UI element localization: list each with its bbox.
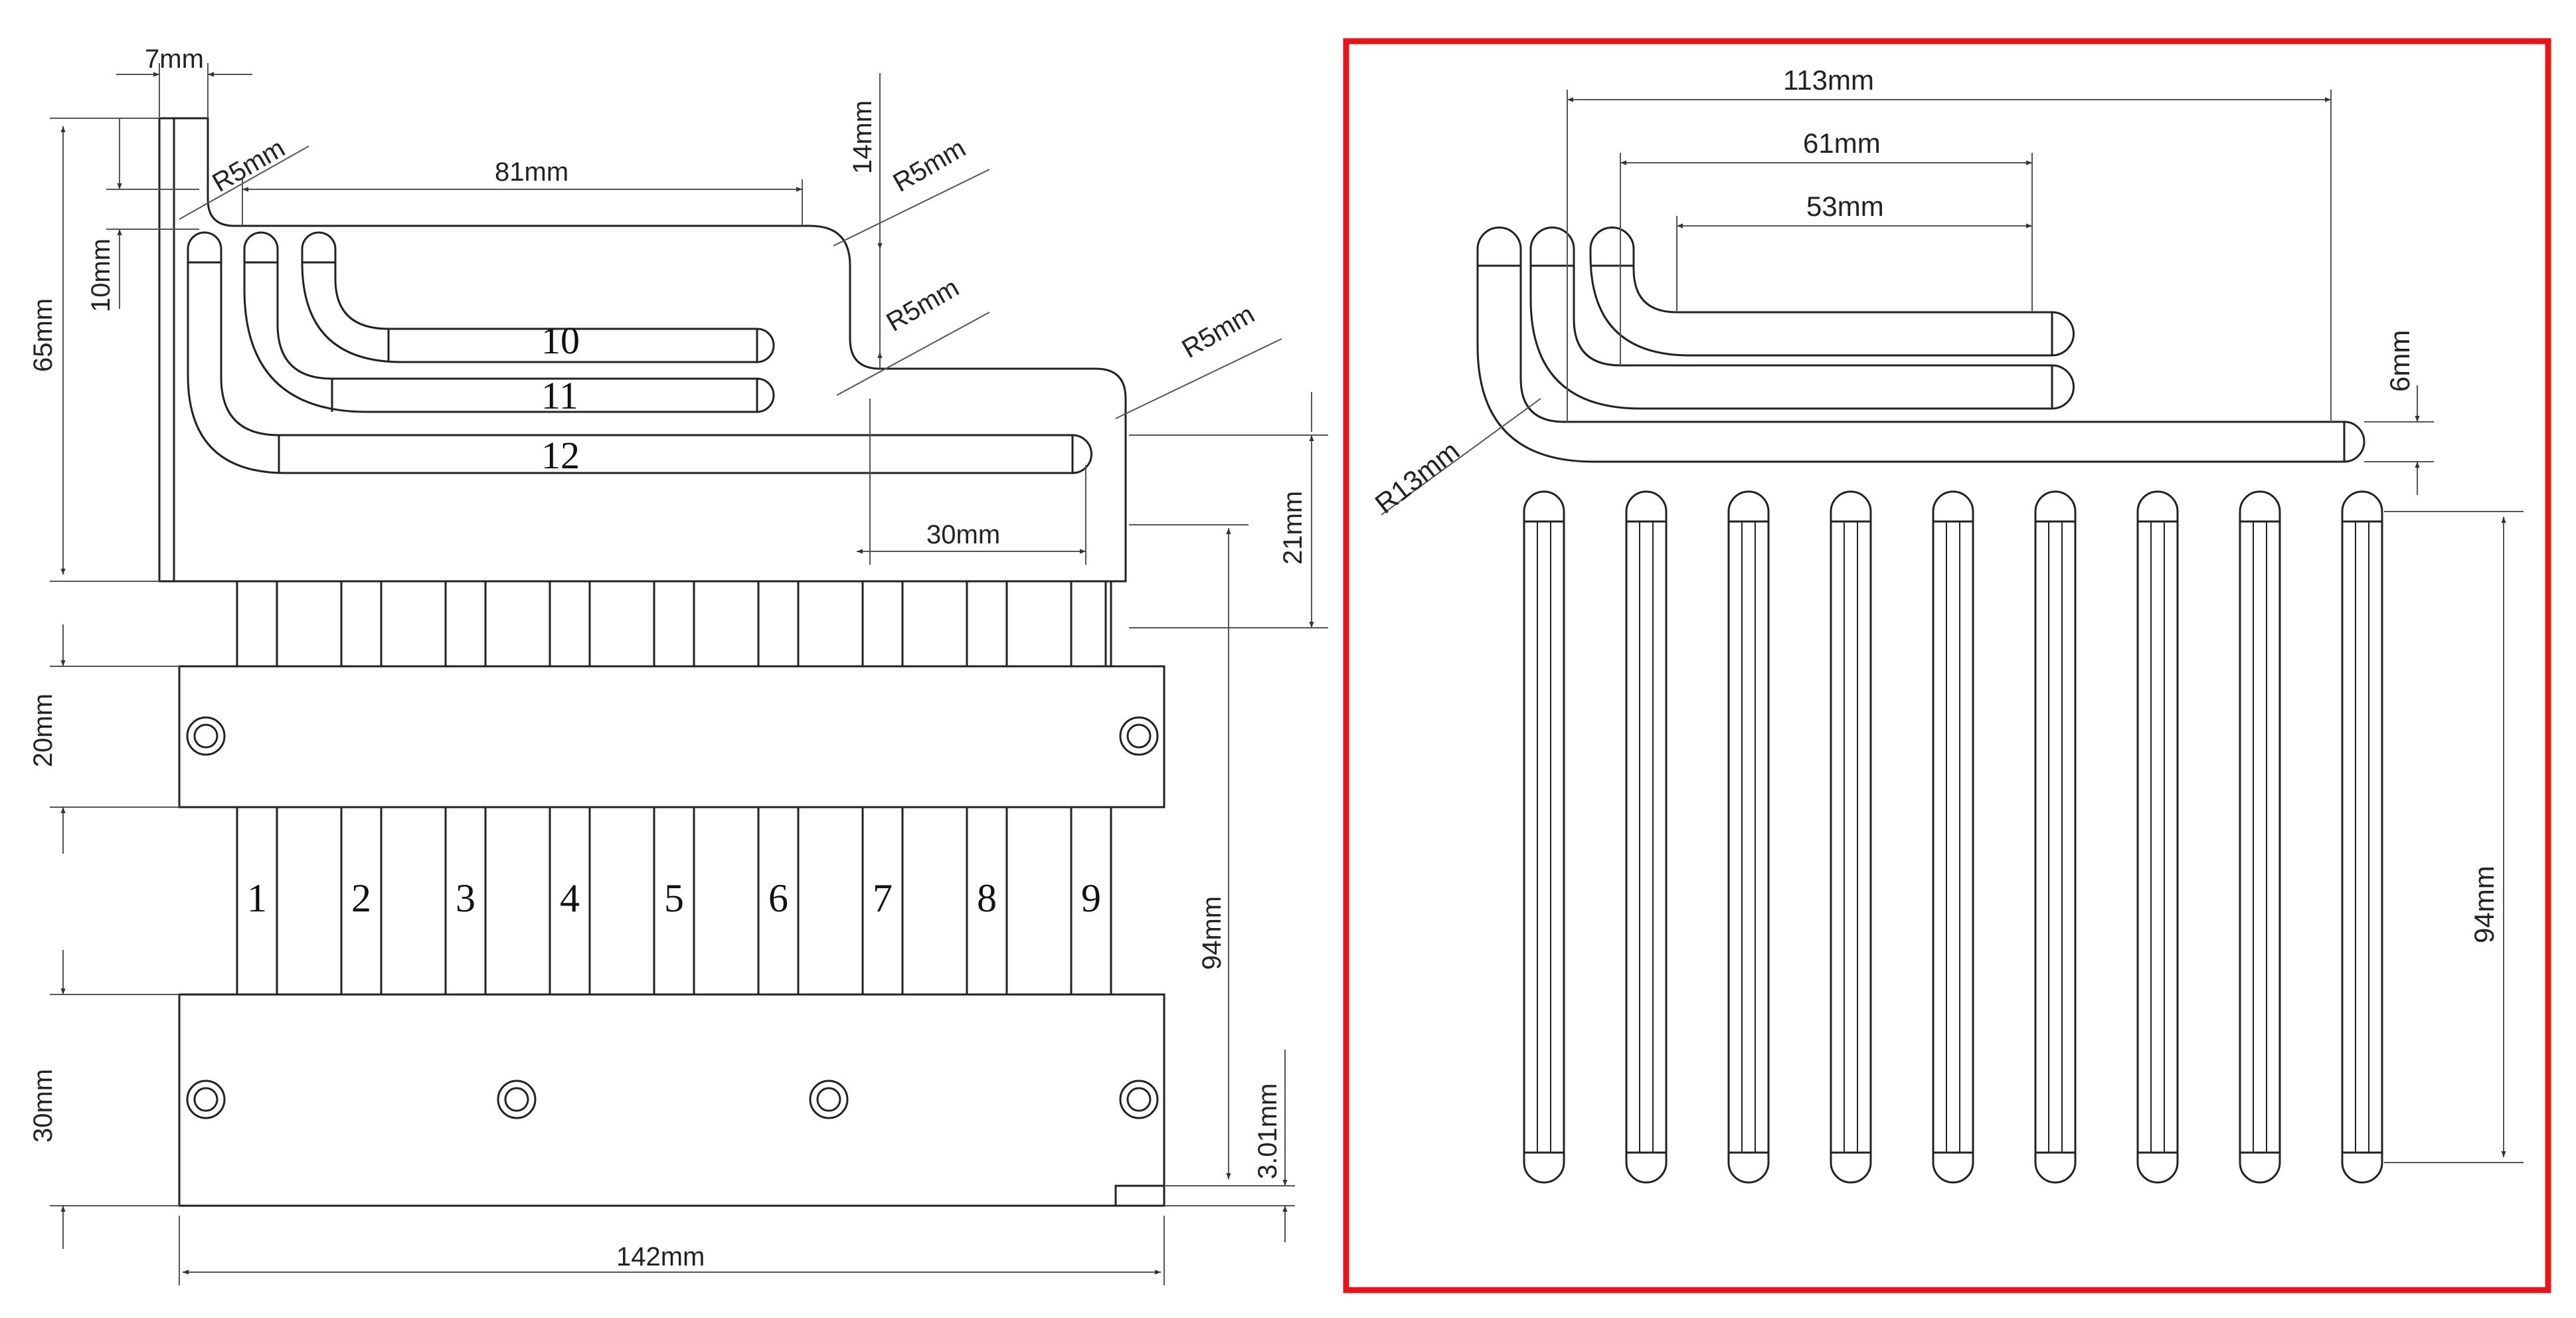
dim-30mm-base: 30mm: [29, 1069, 58, 1143]
plate-outline: [158, 117, 1127, 583]
rod-lower-3: [444, 807, 487, 994]
right-rod-3: [1727, 490, 1770, 1184]
base-notch: [1114, 1184, 1165, 1207]
channel-label-11: 11: [541, 374, 578, 417]
clamp-bar: [178, 665, 1165, 808]
dim-3-01mm: 3.01mm: [1253, 1083, 1282, 1180]
left-dimensions: [50, 63, 1328, 1285]
right-rod-4: [1830, 490, 1872, 1184]
channel-label-12: 12: [541, 434, 580, 477]
rod-lower-1: [236, 807, 278, 994]
rod-upper-7: [861, 581, 904, 666]
dim-r13mm: R13mm: [1369, 435, 1466, 520]
rod-upper-3: [444, 581, 487, 666]
dim-113mm: 113mm: [1783, 64, 1874, 96]
dim-142mm: 142mm: [616, 1242, 705, 1271]
right-rod-1: [1523, 490, 1565, 1184]
rod-lower-5: [653, 807, 695, 994]
dim-14mm: 14mm: [848, 100, 877, 174]
rod-label-3: 3: [456, 876, 475, 920]
rod-label-2: 2: [351, 876, 371, 920]
right-rod-2: [1625, 490, 1668, 1184]
rod-label-8: 8: [977, 876, 997, 920]
dim-30mm-step: 30mm: [926, 520, 1000, 549]
base-screw-4: [1119, 1080, 1159, 1119]
rod-lower-7: [861, 807, 904, 994]
base-screw-1: [186, 1080, 226, 1119]
dim-6mm: 6mm: [2384, 330, 2415, 392]
rod-label-1: 1: [247, 876, 267, 920]
dim-21mm: 21mm: [1278, 491, 1308, 565]
right-rod-5: [1932, 490, 1974, 1184]
dim-20mm: 20mm: [29, 694, 58, 767]
rod-label-6: 6: [768, 876, 788, 920]
right-view: [1476, 227, 2383, 1184]
channel-10: [301, 231, 775, 363]
rod-lower-2: [340, 807, 383, 994]
rod-upper-8: [966, 581, 1008, 666]
rod-upper-9: [1070, 581, 1112, 666]
right-straight-rods: [1523, 490, 2383, 1184]
rod-upper-5: [653, 581, 695, 666]
channel-labels: 10 11 12: [541, 319, 580, 477]
clamp-screw-right: [1119, 716, 1159, 756]
channel-11: [243, 231, 775, 413]
rod-lower-9: [1070, 807, 1112, 994]
dim-10mm: 10mm: [86, 238, 116, 312]
dim-81mm: 81mm: [495, 157, 568, 187]
right-j-rod-long: [1476, 227, 2365, 463]
right-j-rod-short: [1589, 227, 2075, 357]
rod-lower-6: [757, 807, 800, 994]
base-screw-2: [497, 1080, 537, 1119]
dim-r5-b: R5mm: [889, 134, 971, 198]
rod-upper-6: [757, 581, 800, 666]
dim-94mm-right: 94mm: [2468, 866, 2500, 943]
rod-upper-2: [340, 581, 383, 666]
rod-label-7: 7: [873, 876, 893, 920]
clamp-screw-left: [186, 716, 226, 756]
right-rod-8: [2239, 490, 2281, 1184]
right-rod-7: [2136, 490, 2179, 1184]
left-view: [158, 117, 1165, 1207]
dim-r5-a: R5mm: [208, 134, 290, 198]
right-dimensions: [1381, 90, 2524, 1163]
rod-upper-1: [236, 581, 278, 666]
rod-label-9: 9: [1081, 876, 1101, 920]
rod-lower-4: [549, 807, 591, 994]
dim-r5-c: R5mm: [882, 273, 964, 337]
base-block: [178, 993, 1165, 1207]
dim-94mm-left: 94mm: [1197, 896, 1227, 970]
dim-65mm: 65mm: [29, 298, 58, 372]
channel-label-10: 10: [541, 319, 580, 362]
dim-61mm: 61mm: [1803, 128, 1881, 159]
rod-lower-8: [966, 807, 1008, 994]
channel-12: [187, 231, 1092, 474]
base-screw-3: [809, 1080, 849, 1119]
rod-labels: 1 2 3 4 5 6 7 8 9: [247, 876, 1101, 920]
right-j-rod-mid: [1529, 227, 2075, 410]
right-rod-9: [2341, 490, 2383, 1184]
right-rod-6: [2034, 490, 2077, 1184]
dim-53mm: 53mm: [1806, 191, 1884, 222]
dim-r5-d: R5mm: [1177, 300, 1260, 364]
rod-label-4: 4: [560, 876, 580, 920]
highlight-frame: [1343, 38, 2551, 1293]
rod-upper-4: [549, 581, 591, 666]
rods-lower: [236, 807, 1112, 994]
dim-7mm: 7mm: [145, 45, 204, 74]
rods-upper: [236, 581, 1112, 666]
rod-label-5: 5: [664, 876, 684, 920]
